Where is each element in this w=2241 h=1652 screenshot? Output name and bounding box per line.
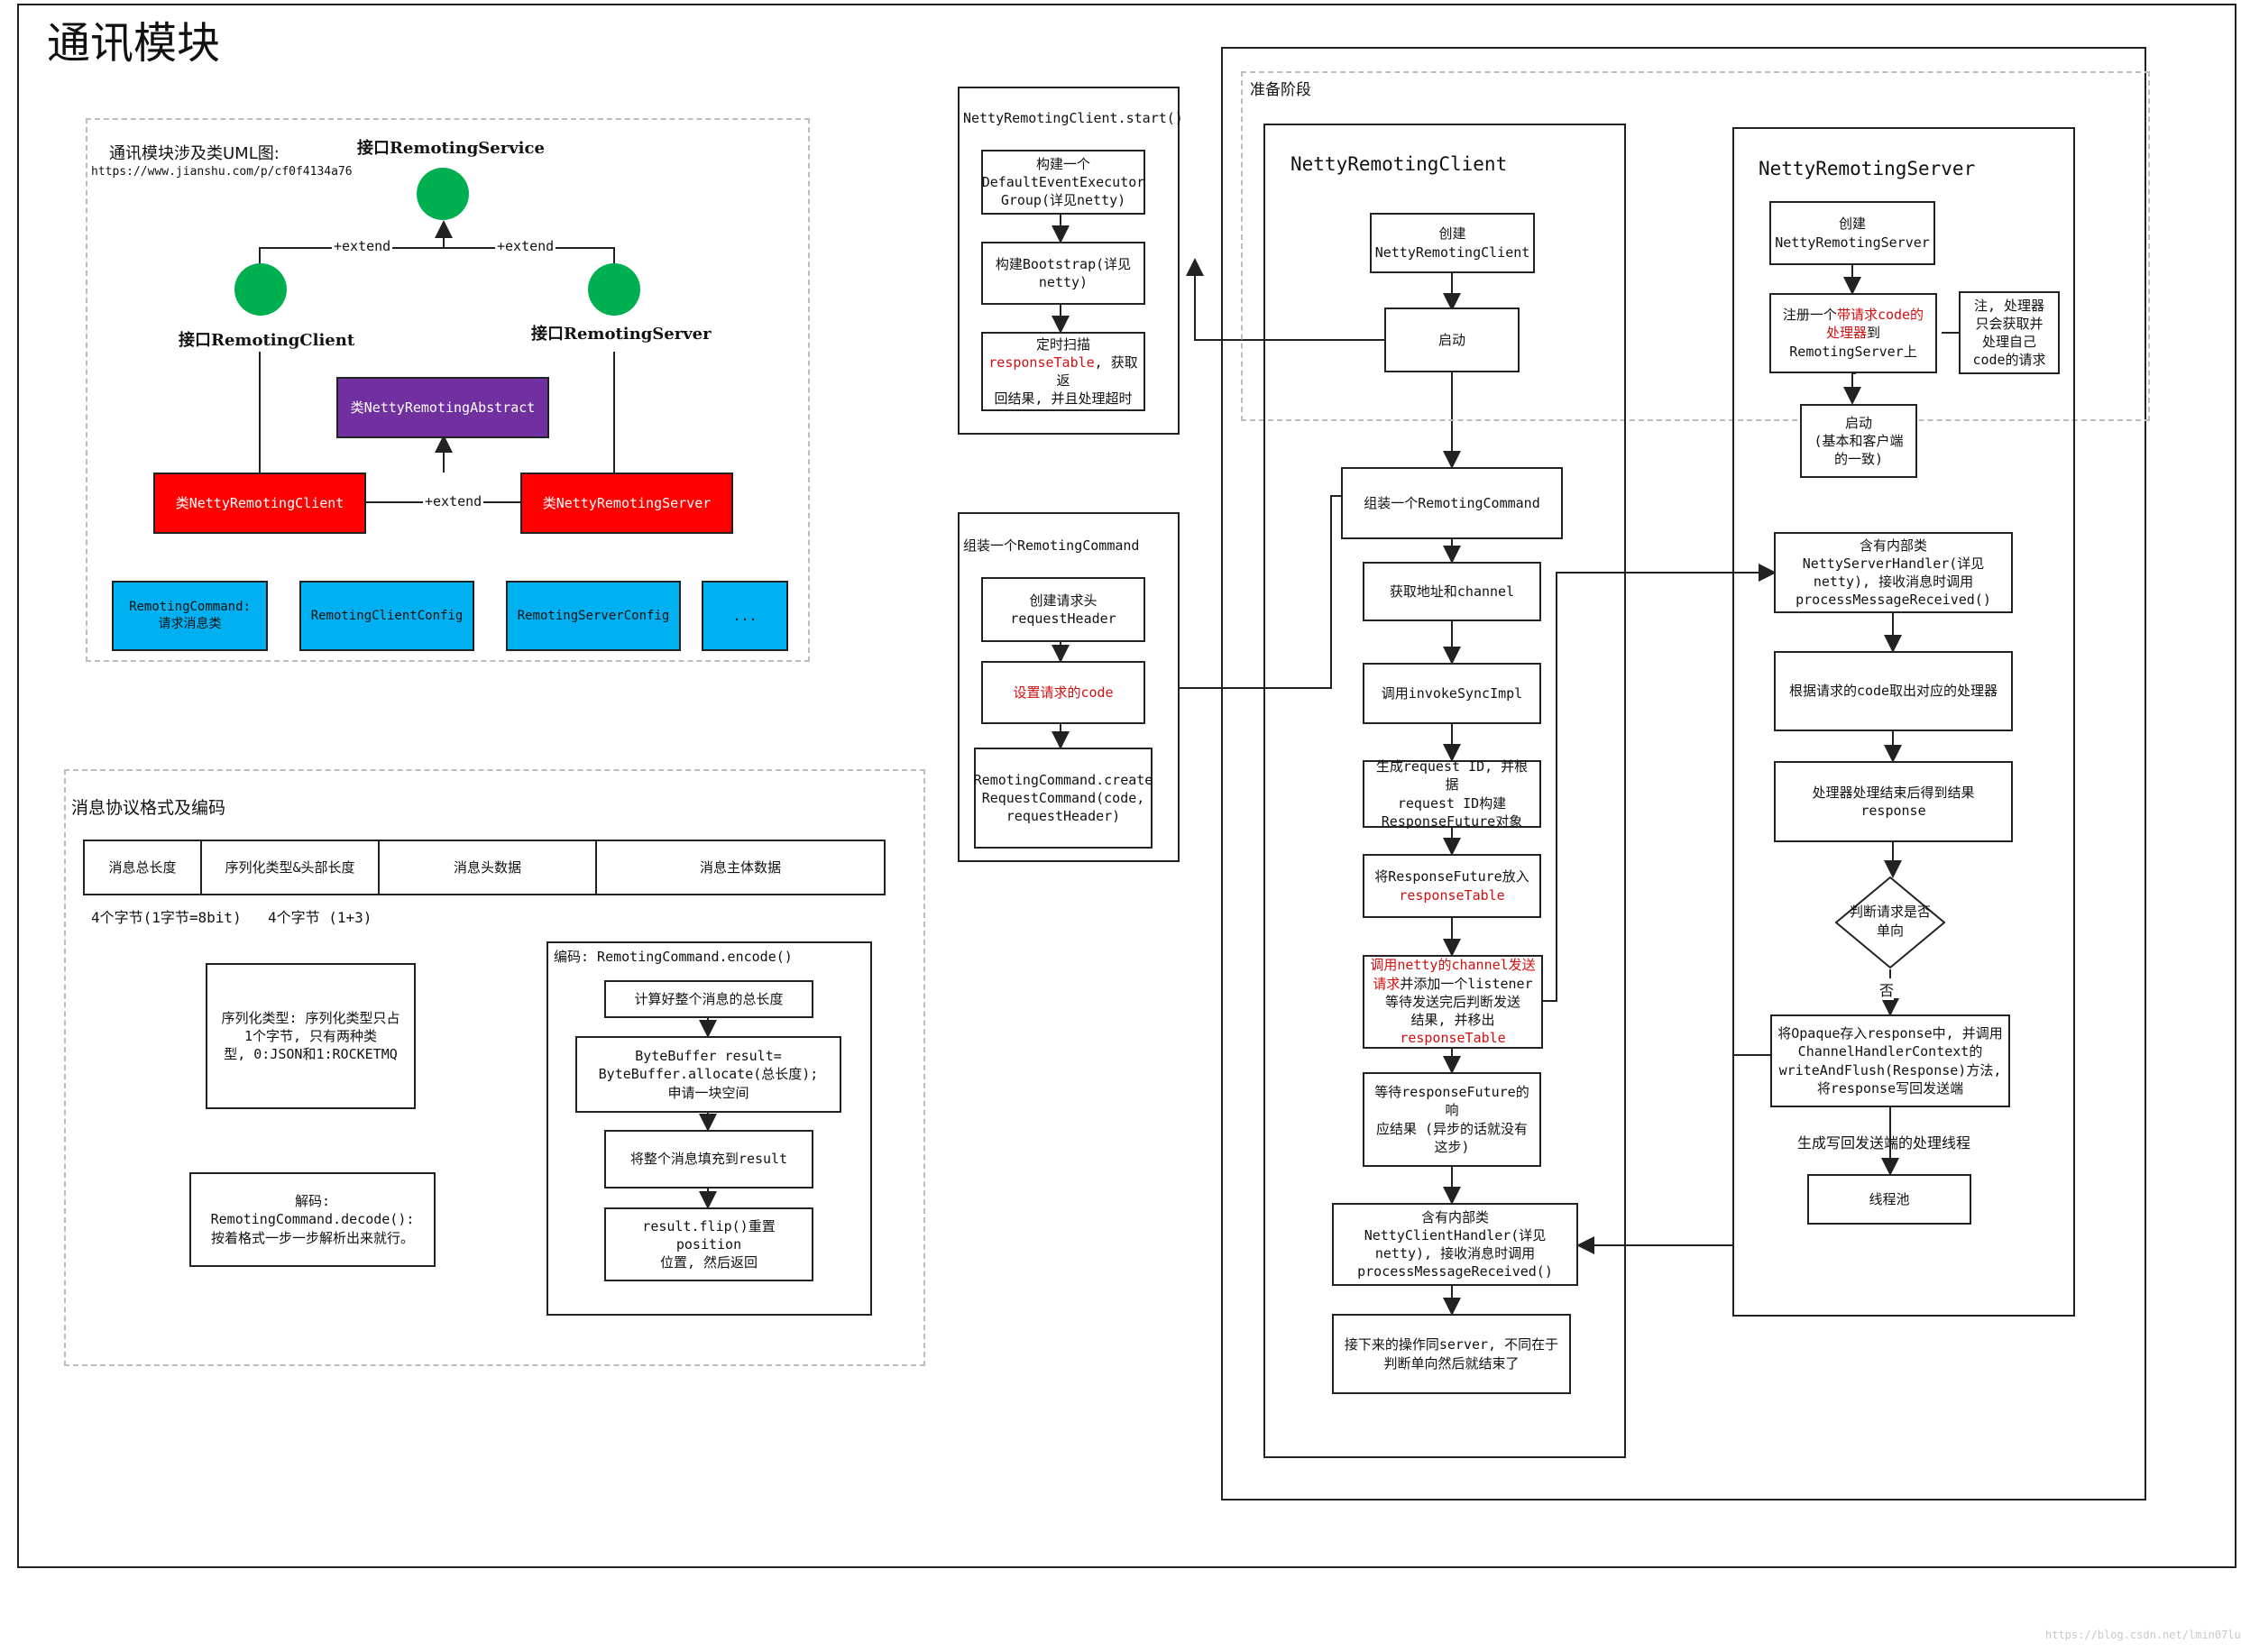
protocol-panel	[64, 769, 925, 1366]
client-start-step: 启动	[1384, 307, 1520, 372]
watermark: https://blog.csdn.net/lmin07lu	[2045, 1629, 2241, 1641]
protocol-cell-body-data: 消息主体数据	[595, 840, 886, 895]
remoting-server-label: 接口RemotingServer	[531, 325, 712, 344]
assemble-step-header: 创建请求头 requestHeader	[981, 577, 1145, 642]
server-column	[1732, 127, 2075, 1317]
prep-stage-region	[1241, 71, 2150, 421]
extend-label-middle: +extend	[423, 493, 484, 509]
netty-remoting-abstract-class: 类NettyRemotingAbstract	[336, 377, 549, 438]
remoting-service-label: 接口RemotingService	[357, 139, 545, 158]
main-flow-frame	[1221, 47, 2146, 1501]
decision-no-label: 否	[1879, 978, 1895, 1000]
protocol-cell-header-data: 消息头数据	[378, 840, 597, 895]
encode-panel	[546, 941, 872, 1316]
client-start-step-scan: 定时扫描 responseTable, 获取返 回结果, 并且处理超时	[981, 332, 1145, 411]
encode-title: 编码: RemotingCommand.encode()	[554, 949, 793, 965]
assemble-panel	[958, 512, 1180, 862]
protocol-cell-total-length: 消息总长度	[83, 840, 202, 895]
outer-frame	[17, 4, 2236, 1568]
protocol-cell-serialize-header: 序列化类型&头部长度	[200, 840, 380, 895]
server-thread-pool-label: 生成写回发送端的处理线程	[1797, 1134, 1971, 1152]
client-get-channel-step: 获取地址和channel	[1363, 562, 1541, 621]
extend-label-left: +extend	[332, 238, 393, 254]
protocol-note-4bytes-split: 4个字节 (1+3)	[268, 909, 372, 926]
prep-stage-label: 准备阶段	[1250, 81, 1311, 99]
protocol-title: 消息协议格式及编码	[71, 798, 226, 818]
client-put-response-table-step: 将ResponseFuture放入 responseTable	[1363, 854, 1541, 918]
page-title: 通讯模块	[47, 18, 221, 69]
server-register-text: 注册一个带请求code的 处理器到 RemotingServer上	[1782, 307, 1924, 360]
client-handler-step: 含有内部类 NettyClientHandler(详见 netty), 接收消息…	[1332, 1203, 1578, 1286]
server-start-step: 启动 (基本和客户端 的一致)	[1800, 404, 1917, 478]
client-create-step: 创建 NettyRemotingClient	[1370, 213, 1535, 273]
client-start-title: NettyRemotingClient.start()	[963, 110, 1183, 126]
remoting-client-node	[234, 263, 287, 316]
client-invoke-step: 调用invokeSyncImpl	[1363, 663, 1541, 724]
remoting-client-label: 接口RemotingClient	[179, 331, 355, 350]
server-create-step: 创建 NettyRemotingServer	[1769, 201, 1935, 265]
server-register-processor-step: 注册一个带请求code的 处理器到 RemotingServer上	[1769, 293, 1937, 373]
remoting-server-node	[588, 263, 640, 316]
client-send-text: 调用netty的channel发送 请求并添加一个listener 等待发送完后…	[1370, 957, 1536, 1047]
client-send-request-step: 调用netty的channel发送 请求并添加一个listener 等待发送完后…	[1363, 955, 1543, 1049]
server-write-response-step: 将Opaque存入response中, 并调用 ChannelHandlerCo…	[1770, 1014, 2010, 1107]
encode-step-total-length: 计算好整个消息的总长度	[604, 980, 813, 1018]
client-start-step-bootstrap: 构建Bootstrap(详见 netty)	[981, 242, 1145, 305]
uml-url: https://www.jianshu.com/p/cf0f4134a76	[91, 165, 353, 179]
client-start-panel	[958, 87, 1180, 435]
netty-remoting-server-class: 类NettyRemotingServer	[520, 473, 733, 534]
client-gen-request-id-step: 生成request ID, 并根据 request ID构建 ResponseF…	[1363, 758, 1541, 830]
encode-step-flip: result.flip()重置position 位置, 然后返回	[604, 1207, 813, 1281]
oneway-decision-label: 判断请求是否 单向	[1849, 904, 1931, 939]
server-get-processor-step: 根据请求的code取出对应的处理器	[1774, 651, 2013, 731]
uml-caption: 通讯模块涉及类UML图:	[109, 144, 280, 163]
remoting-client-config-class: RemotingClientConfig	[299, 581, 474, 651]
assemble-step-set-code: 设置请求的code	[981, 661, 1145, 724]
protocol-note-4bytes: 4个字节(1字节=8bit)	[91, 909, 242, 926]
uml-panel	[86, 118, 810, 662]
client-put-text: 将ResponseFuture放入 responseTable	[1374, 868, 1529, 904]
client-start-step-executor: 构建一个 DefaultEventExecutor Group(详见netty)	[981, 150, 1145, 215]
client-column-title: NettyRemotingClient	[1290, 153, 1508, 175]
encode-step-allocate: ByteBuffer result= ByteBuffer.allocate(总…	[575, 1036, 841, 1113]
encode-step-fill: 将整个消息填充到result	[604, 1130, 813, 1189]
netty-remoting-client-class: 类NettyRemotingClient	[153, 473, 366, 534]
server-column-title: NettyRemotingServer	[1759, 158, 1976, 179]
client-wait-response-step: 等待responseFuture的响 应结果 (异步的话就没有 这步)	[1363, 1072, 1541, 1167]
more-classes: ...	[702, 581, 788, 651]
client-next-step: 接下来的操作同server, 不同在于 判断单向然后就结束了	[1332, 1314, 1571, 1394]
server-handler-step: 含有内部类 NettyServerHandler(详见 netty), 接收消息…	[1774, 532, 2013, 613]
server-process-done-step: 处理器处理结束后得到结果 response	[1774, 761, 2013, 842]
assemble-title: 组装一个RemotingCommand	[963, 537, 1140, 554]
server-thread-pool: 线程池	[1807, 1174, 1971, 1225]
remoting-service-node	[417, 168, 469, 220]
extend-label-right: +extend	[495, 238, 556, 254]
remoting-command-class: RemotingCommand: 请求消息类	[112, 581, 268, 651]
client-start-scan-text: 定时扫描 responseTable, 获取返 回结果, 并且处理超时	[988, 335, 1138, 408]
decode-note: 解码: RemotingCommand.decode(): 按着格式一步一步解析…	[189, 1172, 436, 1267]
serialize-type-note: 序列化类型: 序列化类型只占 1个字节, 只有两种类 型, 0:JSON和1:R…	[206, 963, 416, 1109]
client-column	[1263, 124, 1626, 1458]
assemble-step-create: RemotingCommand.create RequestCommand(co…	[974, 748, 1153, 849]
remoting-server-config-class: RemotingServerConfig	[506, 581, 681, 651]
server-processor-note: 注, 处理器 只会获取并 处理自己 code的请求	[1959, 291, 2060, 374]
oneway-decision-diamond	[1834, 876, 1946, 969]
client-assemble-step: 组装一个RemotingCommand	[1341, 467, 1563, 539]
